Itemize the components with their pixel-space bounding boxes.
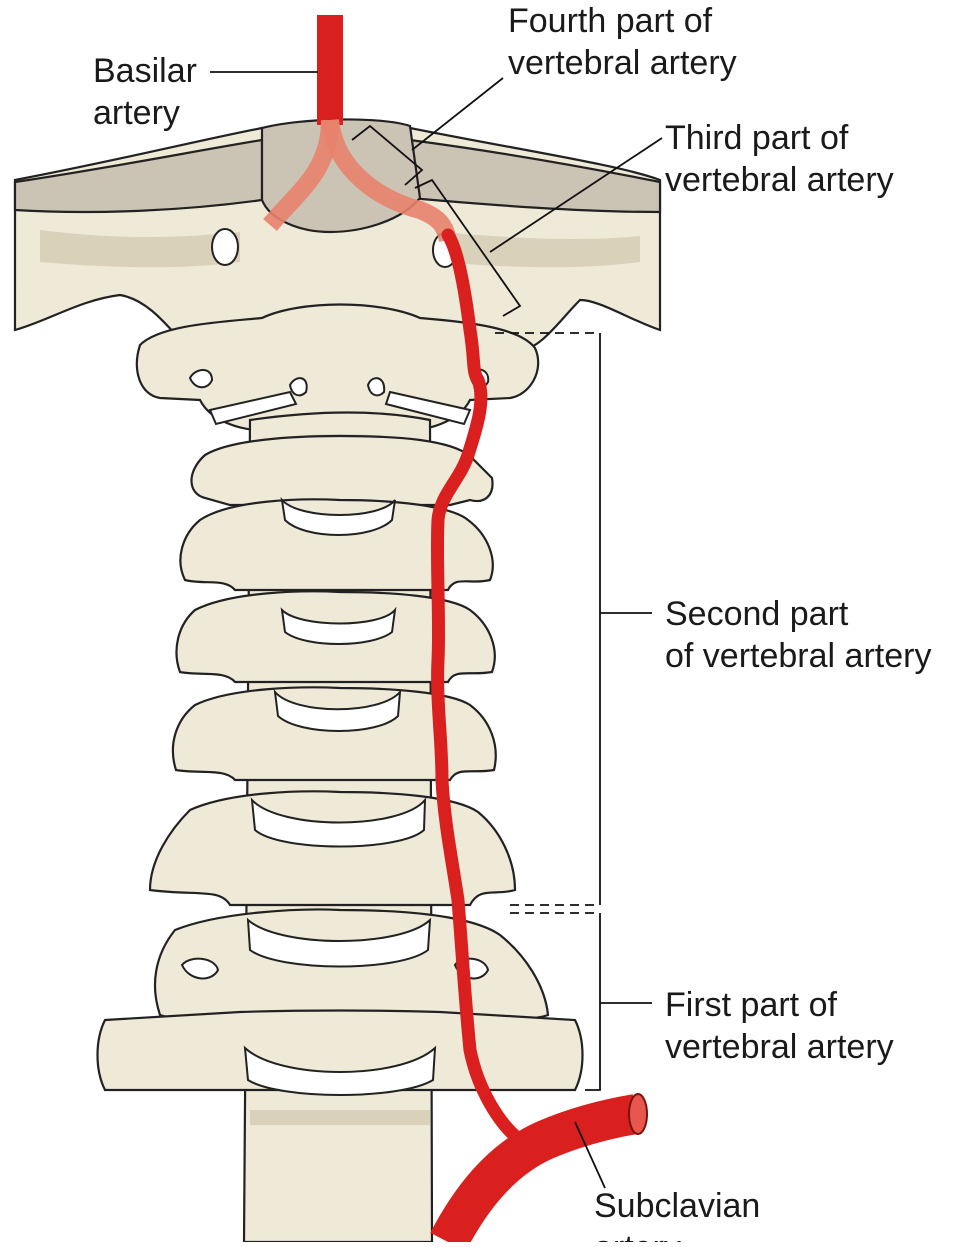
first-part-bracket <box>585 913 601 1091</box>
subclavian-artery-label-line1: Subclavian <box>594 1187 761 1225</box>
third-part-label-line2: vertebral artery <box>665 161 894 199</box>
second-part-label-line2: of vertebral artery <box>665 637 932 675</box>
vertebral-artery <box>430 228 527 1147</box>
first-part-label-line1: First part of <box>665 986 837 1024</box>
right-vertebral-faded <box>321 118 457 243</box>
third-part-label-line1: Third part of <box>665 119 849 157</box>
vertebra-c3 <box>179 496 494 592</box>
subclavian-artery-cut-end <box>628 1093 648 1135</box>
basilar-artery-label-line2: artery <box>93 94 180 132</box>
subclavian-leader <box>574 1121 606 1189</box>
occipital-bone <box>13 118 662 352</box>
vertebra-c5 <box>171 686 497 782</box>
subclavian-artery <box>430 1094 640 1247</box>
third-part-leader <box>489 137 663 253</box>
leader-lines <box>210 71 663 1189</box>
subclavian-artery-label-line2: artery <box>594 1227 681 1242</box>
vertebra-c4 <box>175 590 496 684</box>
fourth-part-bracket <box>351 124 424 186</box>
basilar-artery-label-line1: Basilar <box>93 52 197 90</box>
first-part-label-line2: vertebral artery <box>665 1028 894 1066</box>
vertebra-t1 <box>96 1009 584 1125</box>
vertebra-c6 <box>148 790 517 907</box>
fourth-part-leader <box>411 77 504 151</box>
fourth-part-label-line2: vertebral artery <box>508 44 737 82</box>
fourth-part-label-line1: Fourth part of <box>508 2 713 40</box>
second-part-label-line1: Second part <box>665 595 849 633</box>
third-part-bracket <box>414 178 522 317</box>
atlas-c1 <box>135 303 540 432</box>
arteries <box>263 15 648 1247</box>
